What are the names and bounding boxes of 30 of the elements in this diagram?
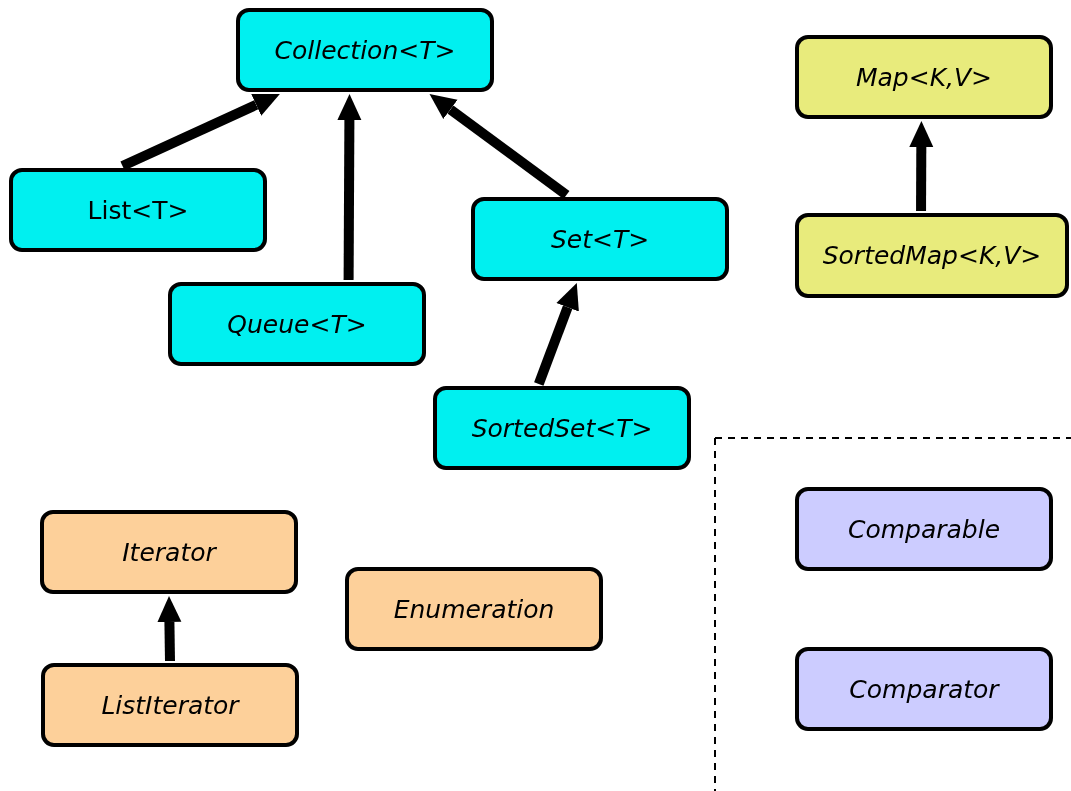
interface-name: Enumeration xyxy=(393,594,555,624)
interface-name: SortedSet<T> xyxy=(471,413,653,443)
interface-name: Collection<T> xyxy=(274,35,456,65)
interface-box xyxy=(168,282,426,366)
interface-name: Comparable xyxy=(847,514,1001,544)
inheritance-arrow xyxy=(120,93,280,171)
interface-name: ListIterator xyxy=(101,690,239,720)
interface-name: Map<K,V> xyxy=(855,62,993,92)
inheritance-arrow xyxy=(909,121,934,211)
inheritance-arrow xyxy=(337,94,362,280)
interface-box xyxy=(795,647,1053,731)
interface-box xyxy=(9,168,267,252)
interface-name: Iterator xyxy=(122,537,216,567)
interface-box xyxy=(795,487,1053,571)
interface-name: List<T> xyxy=(87,195,189,225)
inheritance-arrow xyxy=(534,283,579,386)
interface-name: Comparator xyxy=(849,674,999,704)
interface-box xyxy=(40,510,298,594)
interface-box xyxy=(795,213,1069,298)
interface-box xyxy=(345,567,603,651)
interface-name: SortedMap<K,V> xyxy=(822,241,1042,270)
interface-box xyxy=(471,197,729,281)
interface-name: Queue<T> xyxy=(227,309,367,339)
interface-name: Set<T> xyxy=(550,224,650,254)
interface-box xyxy=(41,663,299,747)
interface-box xyxy=(433,386,691,470)
interface-box xyxy=(795,35,1053,119)
interface-box xyxy=(236,8,494,92)
inheritance-arrow xyxy=(157,596,182,662)
inheritance-arrow xyxy=(429,94,570,200)
